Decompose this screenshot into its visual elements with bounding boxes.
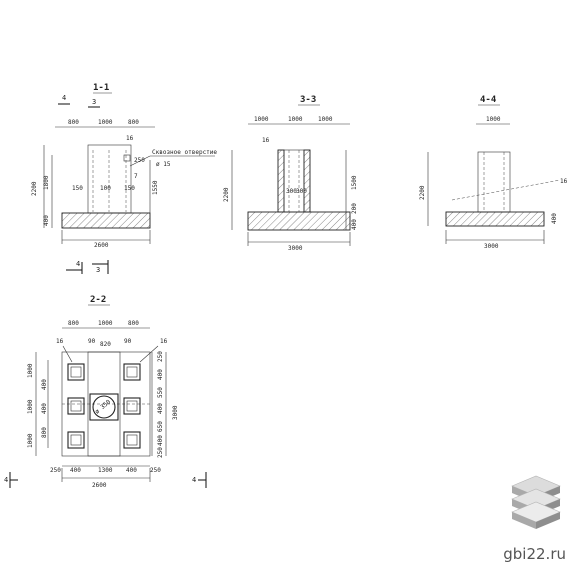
cut-mark-4: 4 bbox=[62, 94, 66, 102]
cut-mark-bottom-4: 4 bbox=[76, 260, 80, 268]
brand-url[interactable]: gbi22.ru bbox=[503, 545, 566, 563]
dim-3-3-inner-2: 300 bbox=[296, 188, 307, 195]
section-2-2-title: 2-2 bbox=[90, 295, 106, 305]
dim-2-2-right-7: 250 bbox=[157, 447, 164, 458]
cut-mark-bottom-3: 3 bbox=[96, 266, 100, 274]
dim-1-1-left-base: 400 bbox=[43, 215, 50, 226]
dim-3-3-top-small: 16 bbox=[262, 137, 270, 144]
dim-4-4-bottom: 3000 bbox=[484, 243, 499, 250]
dim-2-2-left-3: 1000 bbox=[27, 399, 34, 414]
dim-2-2-left-inner-2: 400 bbox=[41, 403, 48, 414]
through-hole-note: Сквозное отверстие bbox=[152, 149, 217, 156]
dim-1-1-top-small: 16 bbox=[126, 135, 134, 142]
dim-2-2-top2-2: 820 bbox=[100, 341, 111, 348]
section-3-3-title: 3-3 bbox=[300, 95, 316, 105]
dim-2-2-right-6: 400 bbox=[157, 435, 164, 446]
dim-2-2-top-2: 1000 bbox=[98, 320, 113, 327]
dim-4-4-right: 400 bbox=[551, 213, 558, 224]
cut-mark-2-2-left: 4 bbox=[4, 476, 8, 484]
section-1-1-title: 1-1 bbox=[93, 83, 109, 93]
dim-1-1-inner-1: 150 bbox=[72, 185, 83, 192]
section-4-4: 4-4 1000 2200 16 400 3000 bbox=[419, 95, 568, 250]
dim-1-1-left-height: 1800 bbox=[43, 175, 50, 190]
dim-1-1-inner-2: 100 bbox=[100, 185, 111, 192]
dim-1-1-inner-3: 150 bbox=[124, 185, 135, 192]
dim-2-2-right-4: 400 bbox=[157, 403, 164, 414]
dim-2-2-right-3: 550 bbox=[157, 387, 164, 398]
dim-1-1-bottom: 2600 bbox=[94, 242, 109, 249]
dim-3-3-top-2: 1000 bbox=[288, 116, 303, 123]
dim-1-1-top-2: 1000 bbox=[98, 119, 113, 126]
dim-1-1-top-1: 800 bbox=[68, 119, 79, 126]
section-2-2: 2-2 800 1000 800 90 820 90 16 16 ø bbox=[4, 295, 207, 489]
dim-2-2-top2-1: 90 bbox=[88, 338, 96, 345]
dim-3-3-bottom: 3000 bbox=[288, 245, 303, 252]
dim-3-3-right-3: 400 bbox=[351, 219, 358, 230]
hole-label: ø 350 bbox=[94, 398, 113, 415]
dim-2-2-bottom-4: 400 bbox=[126, 467, 137, 474]
brand-logo-icon bbox=[511, 475, 561, 529]
dim-3-3-right-1: 1500 bbox=[351, 175, 358, 190]
dim-2-2-bottom-3: 1300 bbox=[98, 467, 113, 474]
label-16-left: 16 bbox=[56, 338, 64, 345]
cut-mark-3: 3 bbox=[92, 98, 96, 106]
label-16-right: 16 bbox=[160, 338, 168, 345]
dim-2-2-left-inner-3: 800 bbox=[41, 427, 48, 438]
dim-4-4-small: 16 bbox=[560, 178, 568, 185]
dim-1-1-right-small: 250 bbox=[134, 157, 145, 164]
dim-2-2-top-1: 800 bbox=[68, 320, 79, 327]
dim-2-2-bottom-total: 2600 bbox=[92, 482, 107, 489]
dim-2-2-top-3: 800 bbox=[128, 320, 139, 327]
dim-2-2-bottom-1: 250 bbox=[50, 467, 61, 474]
through-hole-diameter: ø 15 bbox=[156, 161, 171, 168]
dim-2-2-right-total: 3000 bbox=[172, 405, 179, 420]
dim-2-2-right-5: 650 bbox=[157, 421, 164, 432]
dim-2-2-bottom-5: 250 bbox=[150, 467, 161, 474]
dim-3-3-inner-1: 300 bbox=[286, 188, 297, 195]
dim-3-3-top-1: 1000 bbox=[254, 116, 269, 123]
dim-2-2-right-2: 400 bbox=[157, 369, 164, 380]
dim-4-4-top: 1000 bbox=[486, 116, 501, 123]
dim-1-1-left-total: 2200 bbox=[31, 181, 38, 196]
dim-2-2-right-1: 250 bbox=[157, 351, 164, 362]
dim-2-2-bottom-2: 400 bbox=[70, 467, 81, 474]
dim-1-1-right: 1550 bbox=[152, 180, 159, 195]
section-4-4-title: 4-4 bbox=[480, 95, 497, 105]
dim-3-3-top-3: 1000 bbox=[318, 116, 333, 123]
cut-mark-2-2-right: 4 bbox=[192, 476, 196, 484]
dim-1-1-top-3: 800 bbox=[128, 119, 139, 126]
dim-2-2-left-inner-1: 400 bbox=[41, 379, 48, 390]
section-3-3: 3-3 1000 1000 1000 16 300 300 2200 1500 … bbox=[223, 95, 358, 252]
dim-1-1-seven: 7 bbox=[134, 173, 138, 180]
dim-4-4-left: 2200 bbox=[419, 185, 426, 200]
dim-2-2-left-1: 1000 bbox=[27, 363, 34, 378]
dim-3-3-right-2: 200 bbox=[351, 203, 358, 214]
dim-2-2-top2-3: 90 bbox=[124, 338, 132, 345]
dim-2-2-left-5: 1000 bbox=[27, 433, 34, 448]
dim-3-3-left: 2200 bbox=[223, 187, 230, 202]
section-1-1: 1-1 4 3 800 1000 800 16 150 100 150 2200… bbox=[31, 83, 217, 274]
